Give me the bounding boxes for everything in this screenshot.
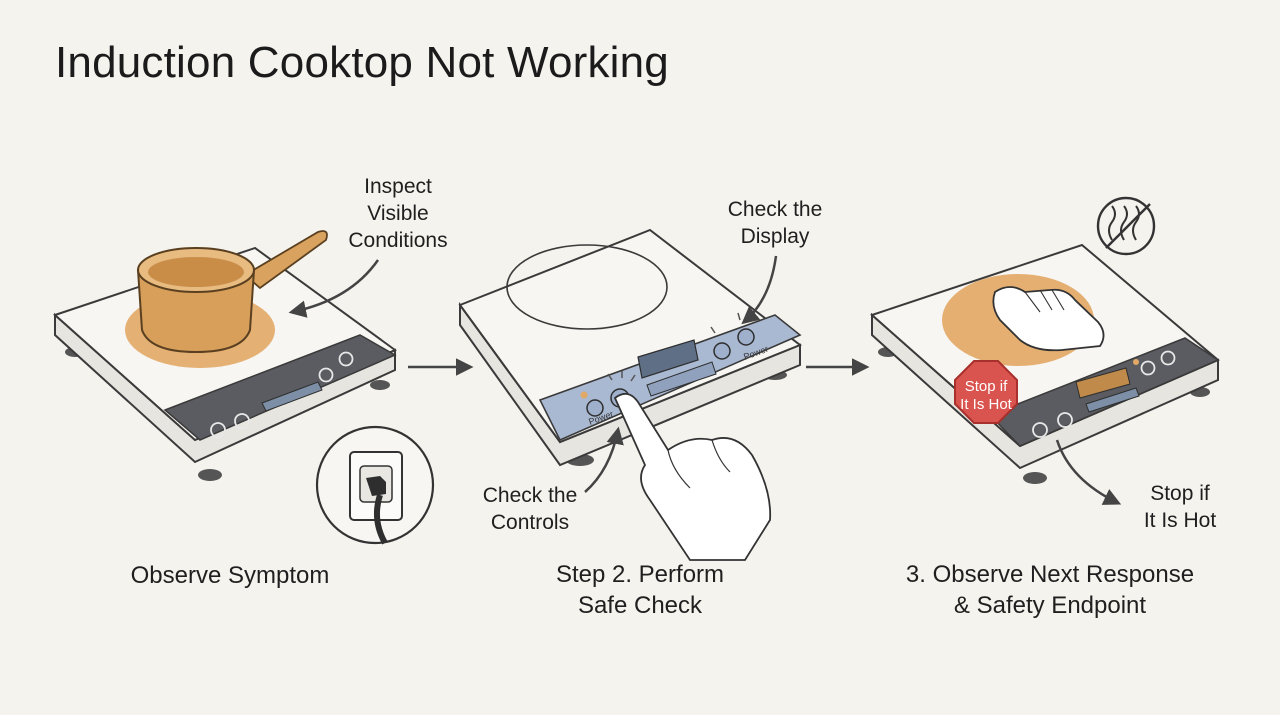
caption-step-2: Step 2. Perform Safe Check	[510, 559, 770, 621]
callout-arrow-3	[1055, 439, 1122, 505]
callout-arrow-display	[741, 255, 778, 325]
press-sparkle	[607, 312, 741, 382]
pot-icon	[136, 230, 328, 354]
caption-step-3-line-2: & Safety Endpoint	[953, 592, 1147, 619]
stop-sign-icon	[954, 360, 1018, 424]
hand-pointing-icon	[613, 392, 772, 561]
page-title: Induction Cooktop Not Working	[55, 38, 669, 87]
callout-controls: Check the Controls	[455, 482, 605, 536]
callout-stop-line-2: It Is Hot	[1143, 509, 1217, 532]
stop-sign-line-2: It Is Hot	[960, 396, 1012, 413]
caption-step-1: Observe Symptom	[130, 562, 330, 589]
caption-step-3: 3. Observe Next Response & Safety Endpoi…	[880, 559, 1220, 621]
callout-arrow-controls	[584, 426, 624, 493]
callout-stop-line-1: Stop if	[1150, 482, 1210, 505]
callout-controls-line-2: Controls	[490, 511, 570, 534]
callout-display: Check the Display	[700, 196, 850, 250]
hand-flat-icon	[992, 286, 1105, 352]
callout-inspect-line-3: Conditions	[348, 229, 448, 252]
stop-sign-text: Stop if It Is Hot	[956, 378, 1016, 414]
cooktop-2	[458, 228, 802, 467]
callout-display-line-2: Display	[740, 225, 810, 248]
caption-step-3-line-1: 3. Observe Next Response	[905, 561, 1195, 588]
stop-sign-line-1: Stop if	[964, 378, 1008, 395]
cooktop-3	[870, 243, 1220, 484]
caption-step-2-line-2: Safe Check	[577, 592, 703, 619]
callout-inspect-line-1: Inspect	[364, 175, 432, 198]
caption-step-2-line-1: Step 2. Perform	[555, 561, 725, 588]
callout-arrow-1	[288, 259, 380, 318]
callout-inspect-line-2: Visible	[367, 202, 429, 225]
callout-inspect: Inspect Visible Conditions	[328, 173, 468, 254]
callout-display-line-1: Check the	[727, 198, 823, 221]
callout-controls-line-1: Check the	[482, 484, 578, 507]
no-heat-icon	[1096, 196, 1156, 256]
callout-stop: Stop if It Is Hot	[1115, 480, 1245, 534]
power-outlet-icon	[315, 425, 435, 545]
